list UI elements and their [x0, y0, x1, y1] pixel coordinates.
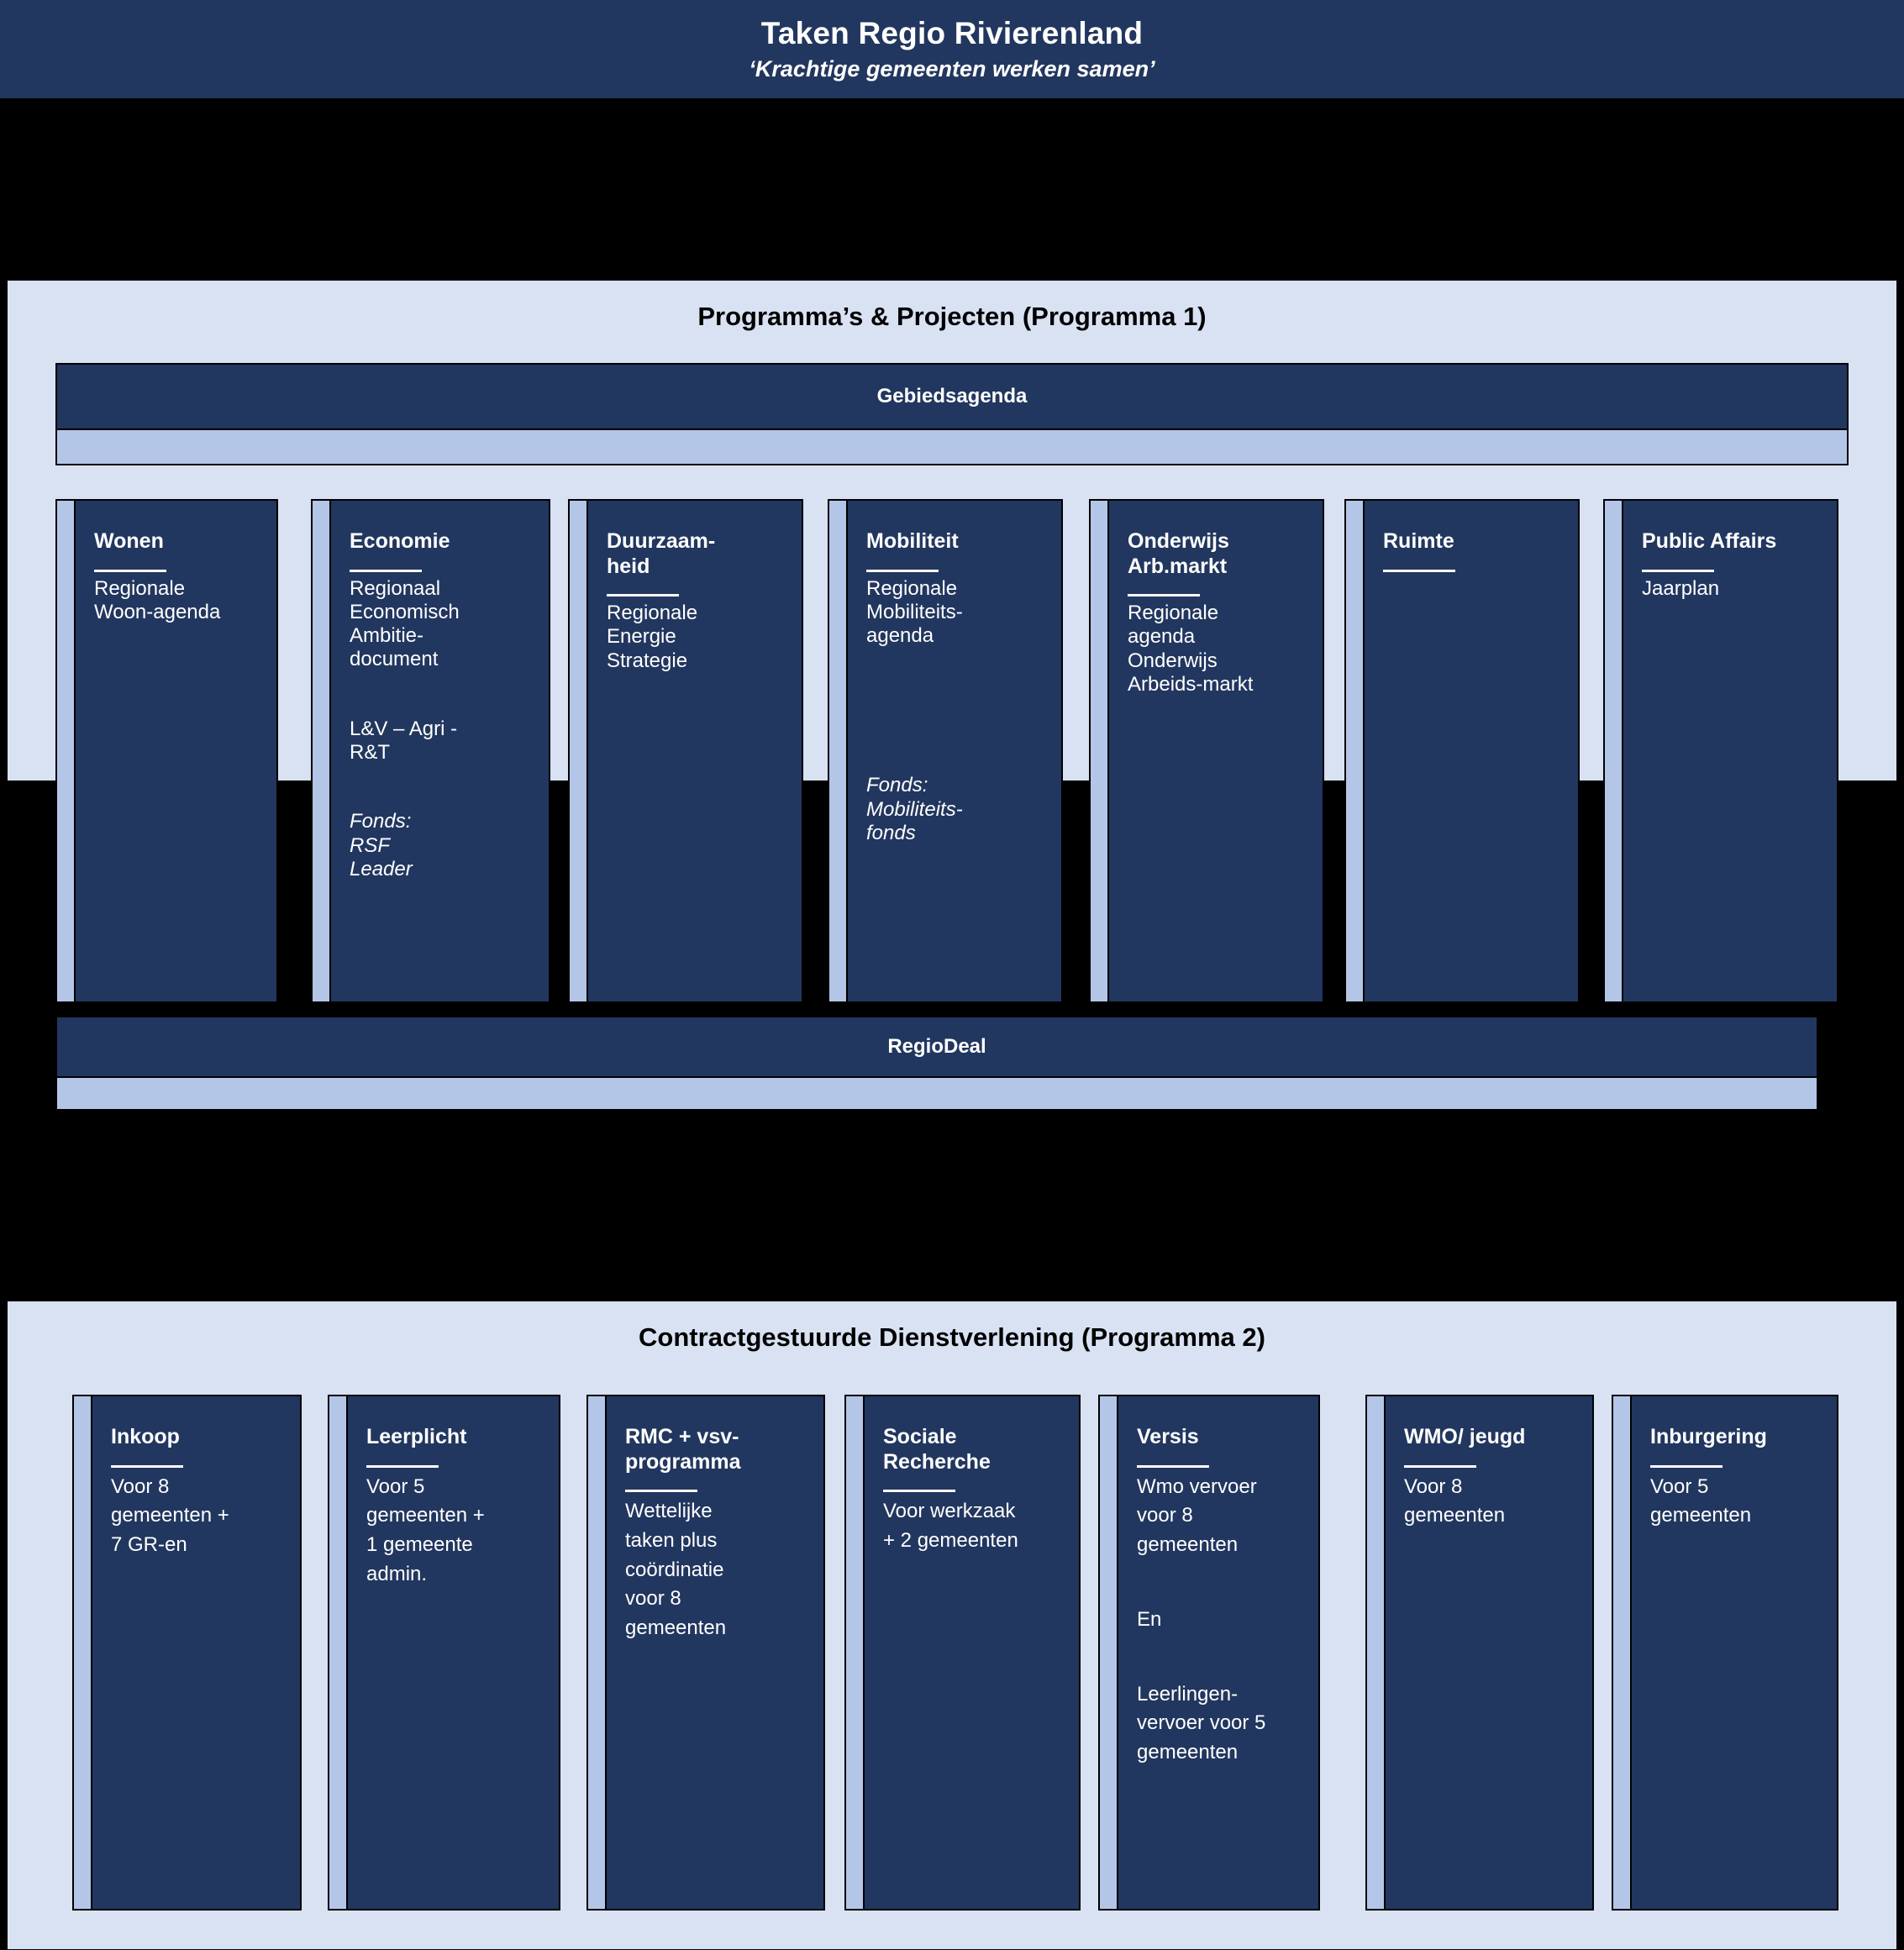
- card-body: Leerplicht Voor 5 gemeenten + 1 gemeente…: [346, 1395, 560, 1911]
- card-versis[interactable]: Versis Wmo vervoer voor 8 gemeenten En L…: [1098, 1395, 1320, 1911]
- card-title: WMO/ jeugd: [1404, 1425, 1526, 1448]
- card-ruimte[interactable]: Ruimte: [1344, 499, 1580, 1003]
- card-onderwijs-arbmarkt[interactable]: Onderwijs Arb.markt Regionale agenda Ond…: [1089, 499, 1324, 1003]
- card-divider: [1642, 569, 1714, 572]
- card-body: Sociale Recherche Voor werkzaak + 2 geme…: [863, 1395, 1081, 1911]
- card-text: Regionale Energie Strategie: [607, 602, 698, 672]
- card-text: Regionale agenda Onderwijs Arbeids-markt: [1128, 602, 1254, 696]
- card-text: Regionale Mobiliteits- agenda: [866, 576, 963, 648]
- page-subtitle: ‘Krachtige gemeenten werken samen’: [749, 55, 1155, 81]
- card-text-secondary: L&V – Agri - R&T: [350, 717, 458, 765]
- card-wonen[interactable]: Wonen Regionale Woon-agenda: [55, 499, 278, 1003]
- title-banner: Taken Regio Rivierenland ‘Krachtige geme…: [0, 0, 1904, 98]
- card-divider: [350, 569, 422, 572]
- regiodeal-band-bottom: [57, 1077, 1817, 1109]
- regiodeal-band[interactable]: RegioDeal: [55, 1016, 1818, 1111]
- card-divider: [1650, 1464, 1723, 1468]
- card-divider: [883, 1490, 955, 1492]
- card-text: Voor 5 gemeenten + 1 gemeente admin.: [366, 1474, 485, 1585]
- card-spacer: [350, 765, 535, 810]
- card-body: Public Affairs Jaarplan: [1622, 499, 1838, 1003]
- card-spacer: [1137, 1635, 1305, 1680]
- card-divider: [1383, 569, 1455, 572]
- gebiedsagenda-band[interactable]: Gebiedsagenda: [55, 363, 1849, 465]
- card-title: Duurzaam- heid: [607, 529, 716, 578]
- card-title: Onderwijs Arb.markt: [1128, 529, 1229, 578]
- card-body: Versis Wmo vervoer voor 8 gemeenten En L…: [1117, 1395, 1320, 1911]
- card-divider: [111, 1464, 183, 1468]
- card-body: Inkoop Voor 8 gemeenten + 7 GR-en: [91, 1395, 302, 1911]
- card-inburgering[interactable]: Inburgering Voor 5 gemeenten: [1612, 1395, 1838, 1911]
- card-title: RMC + vsv- programma: [625, 1425, 741, 1474]
- card-divider: [1404, 1464, 1476, 1468]
- card-title: Mobiliteit: [866, 529, 959, 553]
- card-body: Economie Regionaal Economisch Ambitie- d…: [329, 499, 550, 1003]
- card-spacer: [350, 672, 535, 717]
- card-inkoop[interactable]: Inkoop Voor 8 gemeenten + 7 GR-en: [72, 1395, 302, 1911]
- card-text: Wmo vervoer voor 8 gemeenten: [1137, 1474, 1257, 1557]
- card-text: Voor 8 gemeenten: [1404, 1474, 1506, 1527]
- card-body: Inburgering Voor 5 gemeenten: [1630, 1395, 1838, 1911]
- card-note: Fonds: RSF Leader: [350, 810, 413, 880]
- card-text: Regionale Woon-agenda: [94, 576, 221, 623]
- card-wmo-jeugd[interactable]: WMO/ jeugd Voor 8 gemeenten: [1365, 1395, 1594, 1911]
- page-title: Taken Regio Rivierenland: [760, 16, 1144, 51]
- card-body: WMO/ jeugd Voor 8 gemeenten: [1384, 1395, 1594, 1911]
- card-text: Voor 8 gemeenten + 7 GR-en: [111, 1474, 229, 1557]
- card-spacer: [866, 648, 1048, 774]
- card-title: Economie: [350, 529, 450, 553]
- gebiedsagenda-label: Gebiedsagenda: [876, 384, 1028, 407]
- programma-1-title: Programma’s & Projecten (Programma 1): [697, 302, 1207, 331]
- card-divider: [94, 569, 166, 572]
- card-text: Voor 5 gemeenten: [1650, 1474, 1752, 1527]
- card-text: Jaarplan: [1642, 576, 1720, 600]
- card-text-secondary: En: [1137, 1607, 1162, 1631]
- card-body: Onderwijs Arb.markt Regionale agenda Ond…: [1107, 499, 1324, 1003]
- regiodeal-label: RegioDeal: [887, 1034, 986, 1058]
- card-body: Duurzaam- heid Regionale Energie Strateg…: [586, 499, 803, 1003]
- card-leerplicht[interactable]: Leerplicht Voor 5 gemeenten + 1 gemeente…: [328, 1395, 560, 1911]
- card-text-tertiary: Leerlingen- vervoer voor 5 gemeenten: [1137, 1682, 1266, 1764]
- card-duurzaamheid[interactable]: Duurzaam- heid Regionale Energie Strateg…: [568, 499, 803, 1003]
- card-divider: [625, 1490, 697, 1492]
- card-divider: [1128, 594, 1200, 597]
- card-body: RMC + vsv- programma Wettelijke taken pl…: [605, 1395, 825, 1911]
- card-title: Versis: [1137, 1425, 1199, 1448]
- card-title: Wonen: [94, 529, 164, 553]
- card-title: Inkoop: [111, 1425, 180, 1448]
- card-title: Leerplicht: [366, 1425, 467, 1448]
- programma-2-title: Contractgestuurde Dienstverlening (Progr…: [639, 1322, 1265, 1352]
- card-body: Ruimte: [1363, 499, 1580, 1003]
- card-sociale-recherche[interactable]: Sociale Recherche Voor werkzaak + 2 geme…: [844, 1395, 1081, 1911]
- card-rmc-vsv-programma[interactable]: RMC + vsv- programma Wettelijke taken pl…: [586, 1395, 825, 1911]
- card-divider: [366, 1464, 439, 1468]
- card-divider: [607, 594, 679, 597]
- regiodeal-band-top: RegioDeal: [57, 1017, 1817, 1078]
- card-body: Wonen Regionale Woon-agenda: [74, 499, 278, 1003]
- card-text: Regionaal Economisch Ambitie- document: [350, 576, 460, 671]
- card-text: Wettelijke taken plus coördinatie voor 8…: [625, 1500, 727, 1640]
- card-text: Voor werkzaak + 2 gemeenten: [883, 1500, 1018, 1552]
- card-divider: [1137, 1464, 1209, 1468]
- card-title: Ruimte: [1383, 529, 1454, 553]
- card-spacer: [1137, 1560, 1305, 1606]
- card-mobiliteit[interactable]: Mobiliteit Regionale Mobiliteits- agenda…: [828, 499, 1063, 1003]
- gebiedsagenda-band-top: Gebiedsagenda: [57, 365, 1847, 430]
- card-public-affairs[interactable]: Public Affairs Jaarplan: [1603, 499, 1838, 1003]
- card-economie[interactable]: Economie Regionaal Economisch Ambitie- d…: [311, 499, 550, 1003]
- card-divider: [866, 569, 939, 572]
- gebiedsagenda-band-bottom: [57, 429, 1847, 464]
- card-title: Inburgering: [1650, 1425, 1767, 1448]
- card-body: Mobiliteit Regionale Mobiliteits- agenda…: [846, 499, 1063, 1003]
- card-title: Sociale Recherche: [883, 1425, 991, 1474]
- card-note: Fonds: Mobiliteits- fonds: [866, 774, 963, 845]
- card-title: Public Affairs: [1642, 529, 1777, 553]
